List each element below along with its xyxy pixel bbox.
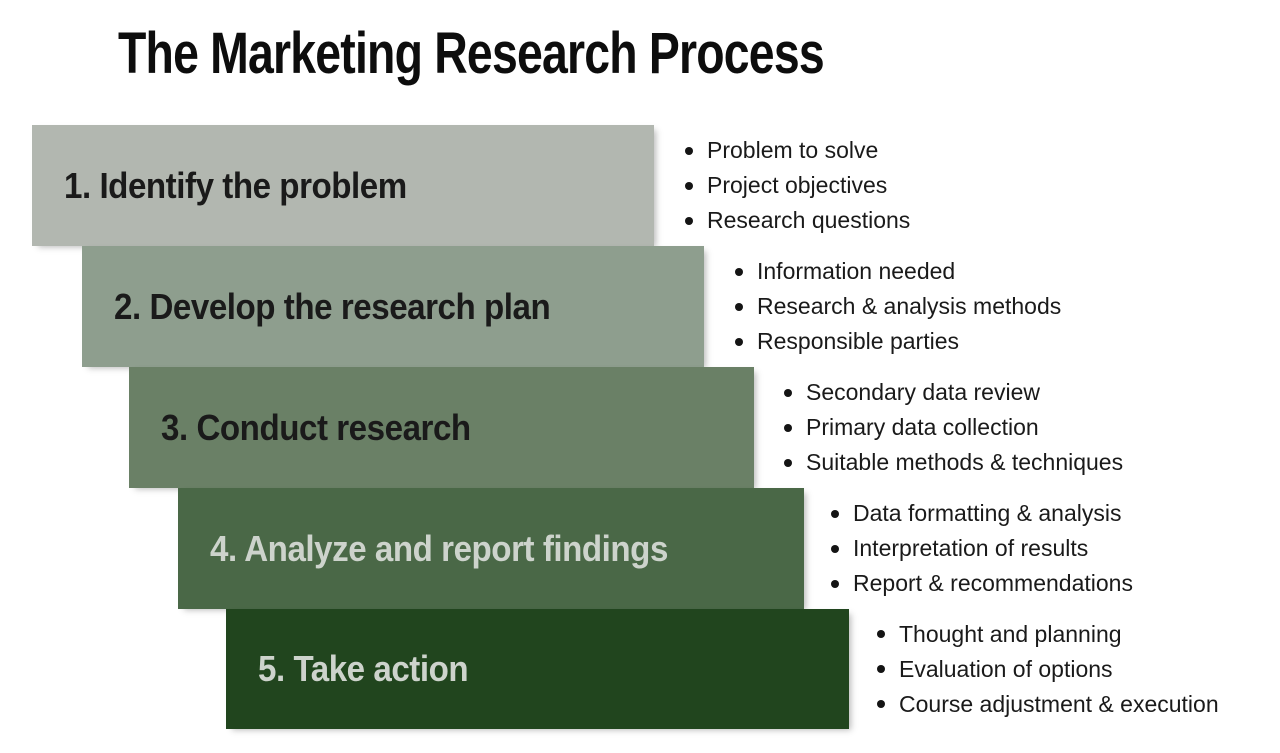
bullet-dot-icon <box>784 458 792 467</box>
bullet-item: Data formatting & analysis <box>829 496 1133 531</box>
bullet-item: Responsible parties <box>733 324 1061 359</box>
bullet-item: Research & analysis methods <box>733 289 1061 324</box>
bullet-item: Suitable methods & techniques <box>782 445 1123 480</box>
bullet-text: Data formatting & analysis <box>853 500 1122 526</box>
step-bar-5: 5. Take action <box>226 609 849 729</box>
bullet-item: Evaluation of options <box>875 652 1219 687</box>
step-label-3: 3. Conduct research <box>161 406 471 448</box>
page-title: The Marketing Research Process <box>118 21 825 86</box>
step-bullets-2: Information needed Research & analysis m… <box>733 246 1061 367</box>
bullet-text: Thought and planning <box>899 620 1122 647</box>
bullet-item: Problem to solve <box>683 133 910 168</box>
bullet-dot-icon <box>685 181 693 190</box>
bullet-item: Information needed <box>733 254 1061 289</box>
bullet-dot-icon <box>735 267 743 276</box>
bullet-text: Primary data collection <box>806 414 1039 440</box>
step-label-4: 4. Analyze and report findings <box>210 527 668 569</box>
step-bullets-3: Secondary data review Primary data colle… <box>782 367 1123 488</box>
step-bullets-1: Problem to solve Project objectives Rese… <box>683 125 910 246</box>
bullet-dot-icon <box>831 544 839 553</box>
step-bar-3: 3. Conduct research <box>129 367 754 488</box>
bullet-dot-icon <box>877 665 885 673</box>
bullet-dot-icon <box>685 216 693 225</box>
step-bar-1: 1. Identify the problem <box>32 125 654 246</box>
step-label-1: 1. Identify the problem <box>64 164 407 206</box>
bullet-text: Interpretation of results <box>853 535 1089 561</box>
step-bar-2: 2. Develop the research plan <box>82 246 704 367</box>
bullet-item: Course adjustment & execution <box>875 687 1219 722</box>
step-label-5: 5. Take action <box>258 648 469 689</box>
bullet-dot-icon <box>831 579 839 588</box>
bullet-item: Interpretation of results <box>829 531 1133 566</box>
bullet-text: Suitable methods & techniques <box>806 449 1124 475</box>
bullet-dot-icon <box>784 388 792 397</box>
bullet-item: Project objectives <box>683 168 910 203</box>
step-bullets-5: Thought and planning Evaluation of optio… <box>875 609 1219 729</box>
step-label-2: 2. Develop the research plan <box>114 285 551 327</box>
bullet-dot-icon <box>735 337 743 346</box>
bullet-dot-icon <box>735 302 743 311</box>
bullet-text: Problem to solve <box>707 137 879 163</box>
bullet-item: Research questions <box>683 203 910 238</box>
bullet-text: Project objectives <box>707 172 888 198</box>
bullet-item: Primary data collection <box>782 410 1123 445</box>
bullet-text: Evaluation of options <box>899 655 1113 682</box>
bullet-dot-icon <box>877 700 885 708</box>
bullet-item: Secondary data review <box>782 375 1123 410</box>
bullet-item: Report & recommendations <box>829 566 1133 601</box>
bullet-text: Information needed <box>757 258 956 284</box>
bullet-text: Secondary data review <box>806 379 1040 405</box>
bullet-text: Course adjustment & execution <box>899 690 1219 717</box>
bullet-text: Responsible parties <box>757 328 960 354</box>
step-bullets-4: Data formatting & analysis Interpretatio… <box>829 488 1133 609</box>
step-bar-4: 4. Analyze and report findings <box>178 488 804 609</box>
bullet-text: Research & analysis methods <box>757 293 1062 319</box>
bullet-item: Thought and planning <box>875 617 1219 652</box>
bullet-text: Research questions <box>707 207 911 233</box>
bullet-dot-icon <box>784 423 792 432</box>
bullet-text: Report & recommendations <box>853 570 1133 596</box>
bullet-dot-icon <box>831 509 839 518</box>
bullet-dot-icon <box>877 630 885 638</box>
bullet-dot-icon <box>685 146 693 155</box>
